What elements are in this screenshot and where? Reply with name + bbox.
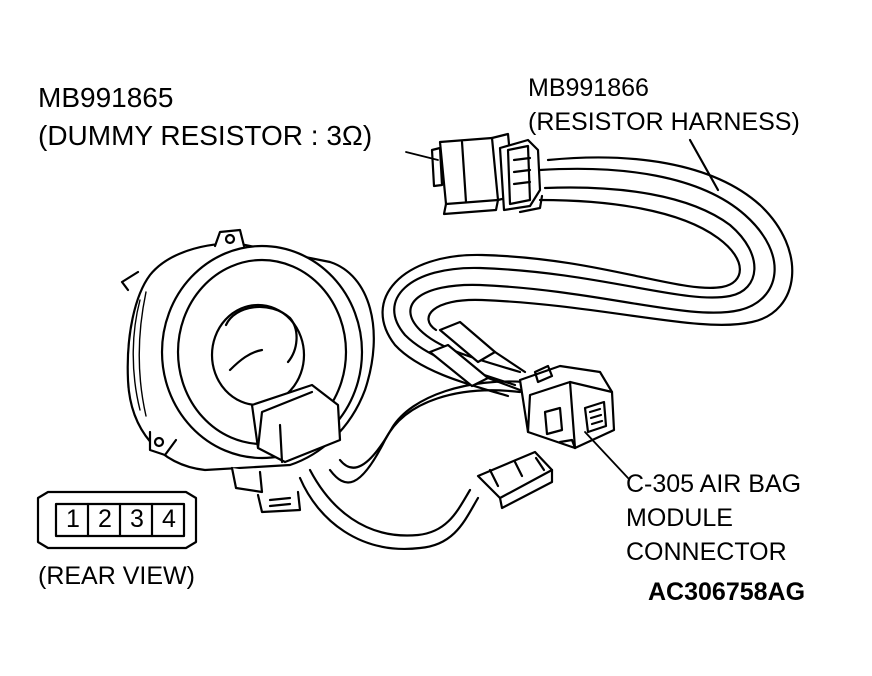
dummy-resistor-connector [430, 132, 544, 216]
wire-end-connector [476, 450, 554, 510]
dummy-resistor-part-label: MB991865 [38, 82, 174, 113]
resistor-harness-cable [381, 138, 794, 398]
terminal-number-2: 2 [98, 505, 112, 533]
leader-lines [405, 151, 629, 479]
resistor-harness-desc-label: (RESISTOR HARNESS) [528, 108, 800, 136]
dummy-resistor-desc-label: (DUMMY RESISTOR : 3Ω) [38, 120, 373, 151]
connector-label-line1: C-305 AIR BAG [626, 470, 802, 498]
terminal-number-1: 1 [66, 505, 80, 533]
harness-plugs [428, 320, 527, 392]
rear-view-connector [36, 490, 198, 550]
c305-connector [518, 364, 616, 450]
terminal-number-4: 4 [162, 505, 176, 533]
terminal-number-3: 3 [130, 505, 144, 533]
clock-spring [120, 228, 375, 514]
rear-view-label: (REAR VIEW) [38, 562, 195, 590]
connector-label-line2: MODULE [626, 504, 733, 532]
clock-spring-wires [298, 380, 527, 550]
figure-code: AC306758AG [648, 578, 806, 606]
connector-label-line3: CONNECTOR [626, 538, 787, 566]
resistor-harness-part-label: MB991866 [528, 74, 649, 102]
